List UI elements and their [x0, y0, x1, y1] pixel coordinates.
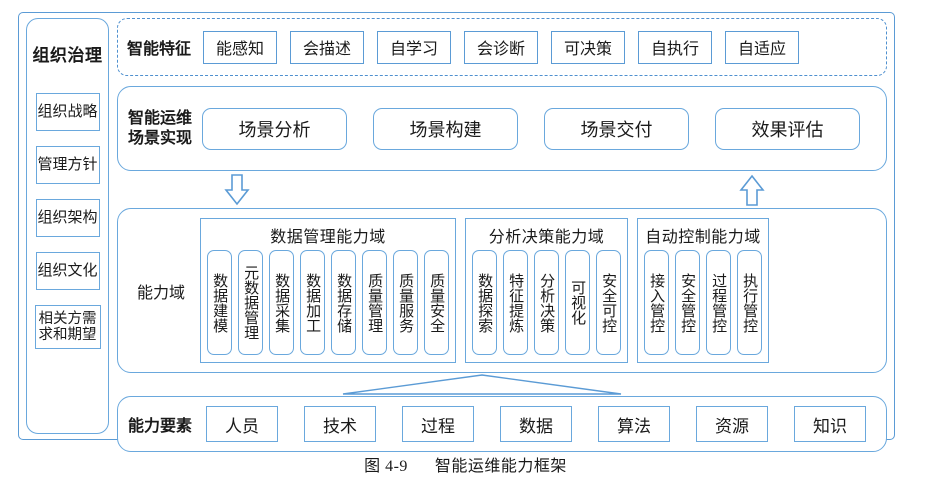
arrow-down-icon: [221, 174, 253, 206]
framework-right-stack: 智能特征 能感知 会描述 自学习 会诊断 可决策 自执行 自适应 智能运维 场景…: [117, 18, 887, 452]
figure-caption: 图 4-9 智能运维能力框架: [0, 452, 931, 476]
scenario-item-analysis[interactable]: 场景分析: [202, 107, 348, 150]
capability-cell-label: 数据探索: [476, 272, 494, 333]
capability-cell-access-control[interactable]: 接入管控: [644, 250, 669, 355]
capability-cells: 数据探索 特征提炼 分析决策 可视化 安全可控: [472, 250, 621, 355]
capability-group-title: 数据管理能力域: [270, 229, 386, 246]
capability-cell-label: 数据存储: [335, 272, 353, 333]
capability-cell-data-collection[interactable]: 数据采集: [269, 250, 294, 355]
capability-cell-data-exploration[interactable]: 数据探索: [472, 250, 497, 355]
capability-cell-data-modeling[interactable]: 数据建模: [207, 250, 232, 355]
capability-cell-label: 数据加工: [304, 272, 322, 333]
fan-triangle-icon: [342, 374, 622, 401]
capability-group-data-management: 数据管理能力域 数据建模 元数据管理 数据采集 数据加工 数据存储 质量管理 质…: [200, 218, 456, 363]
capability-cell-label: 数据建模: [211, 272, 229, 333]
organization-governance-column: 组织治理 组织战略 管理方针 组织架构 组织文化 相关方需求和期望: [26, 18, 109, 434]
element-item-algorithm[interactable]: 算法: [598, 406, 671, 442]
scenario-label-line1: 智能运维: [128, 110, 193, 128]
scenario-realization-label: 智能运维 场景实现: [128, 109, 192, 147]
feature-item-perceive[interactable]: 能感知: [203, 30, 278, 64]
capability-cell-label: 接入管控: [648, 272, 666, 333]
capability-cell-visualization[interactable]: 可视化: [565, 250, 590, 355]
feature-item-self-adapt[interactable]: 自适应: [725, 30, 800, 64]
element-item-process[interactable]: 过程: [402, 406, 475, 442]
scenario-realization-row: 智能运维 场景实现 场景分析 场景构建 场景交付 效果评估: [117, 86, 887, 171]
element-item-data[interactable]: 数据: [500, 406, 573, 442]
capability-cell-label: 安全可控: [600, 272, 618, 333]
capability-cell-quality-security[interactable]: 质量安全: [424, 250, 449, 355]
feature-item-diagnose[interactable]: 会诊断: [464, 30, 539, 64]
capability-cell-label: 元数据管理: [242, 265, 260, 340]
capability-cell-process-control[interactable]: 过程管控: [706, 250, 731, 355]
capability-cell-safety-control[interactable]: 安全管控: [675, 250, 700, 355]
capability-cells: 接入管控 安全管控 过程管控 执行管控: [644, 250, 762, 355]
capability-cell-feature-extraction[interactable]: 特征提炼: [503, 250, 528, 355]
scenario-item-evaluation[interactable]: 效果评估: [715, 107, 861, 150]
element-item-people[interactable]: 人员: [206, 406, 279, 442]
capability-cell-label: 特征提炼: [507, 272, 525, 333]
capability-cell-label: 可视化: [569, 280, 587, 325]
element-item-technology[interactable]: 技术: [304, 406, 377, 442]
element-item-resource[interactable]: 资源: [696, 406, 769, 442]
feature-item-self-learning[interactable]: 自学习: [377, 30, 452, 64]
intelligent-feature-row: 智能特征 能感知 会描述 自学习 会诊断 可决策 自执行 自适应: [117, 18, 887, 76]
governance-item-policy[interactable]: 管理方针: [35, 146, 100, 184]
feature-item-self-execute[interactable]: 自执行: [638, 30, 713, 64]
capability-cell-label: 质量管理: [366, 272, 384, 333]
figure-number: 图 4-9: [364, 458, 408, 475]
capability-cell-security-control[interactable]: 安全可控: [596, 250, 621, 355]
feature-item-decision[interactable]: 可决策: [551, 30, 626, 64]
figure-title: 智能运维能力框架: [434, 458, 567, 475]
scenario-item-construction[interactable]: 场景构建: [373, 107, 519, 150]
capability-cell-label: 过程管控: [710, 272, 728, 333]
capability-cell-analysis-decision[interactable]: 分析决策: [534, 250, 559, 355]
intelligent-feature-items: 能感知 会描述 自学习 会诊断 可决策 自执行 自适应: [203, 30, 800, 64]
capability-cell-quality-management[interactable]: 质量管理: [362, 250, 387, 355]
capability-group-analysis-decision: 分析决策能力域 数据探索 特征提炼 分析决策 可视化 安全可控: [465, 218, 628, 363]
capability-domain-label: 能力域: [136, 284, 185, 302]
capability-element-items: 人员 技术 过程 数据 算法 资源 知识: [206, 406, 867, 442]
arrow-up-icon: [736, 174, 768, 206]
feature-item-describe[interactable]: 会描述: [290, 30, 365, 64]
governance-item-structure[interactable]: 组织架构: [35, 199, 100, 237]
capability-cell-metadata-management[interactable]: 元数据管理: [238, 250, 263, 355]
capability-element-label: 能力要素: [128, 418, 193, 435]
capability-cell-label: 质量服务: [397, 272, 415, 333]
scenario-label-line2: 场景实现: [128, 129, 193, 147]
governance-header: 组织治理: [32, 45, 103, 65]
governance-item-culture[interactable]: 组织文化: [35, 252, 100, 290]
capability-cell-quality-service[interactable]: 质量服务: [393, 250, 418, 355]
capability-cells: 数据建模 元数据管理 数据采集 数据加工 数据存储 质量管理 质量服务 质量安全: [207, 250, 449, 355]
governance-item-stakeholder-needs[interactable]: 相关方需求和期望: [34, 305, 101, 349]
capability-group-title: 自动控制能力域: [645, 229, 761, 246]
capability-element-row: 能力要素 人员 技术 过程 数据 算法 资源 知识: [117, 396, 887, 452]
capability-group-title: 分析决策能力域: [488, 229, 605, 246]
intelligent-feature-label: 智能特征: [127, 41, 192, 58]
capability-cell-label: 分析决策: [538, 272, 556, 333]
scenario-item-delivery[interactable]: 场景交付: [544, 107, 690, 150]
governance-item-strategy[interactable]: 组织战略: [35, 93, 100, 131]
capability-domain-row: 能力域 数据管理能力域 数据建模 元数据管理 数据采集 数据加工 数据存储 质量…: [117, 208, 887, 373]
scenario-items: 场景分析 场景构建 场景交付 效果评估: [202, 107, 861, 150]
capability-cell-label: 执行管控: [741, 272, 759, 333]
element-item-knowledge[interactable]: 知识: [794, 406, 867, 442]
capability-group-automatic-control: 自动控制能力域 接入管控 安全管控 过程管控 执行管控: [637, 218, 769, 363]
capability-cell-execution-control[interactable]: 执行管控: [737, 250, 762, 355]
capability-cell-label: 数据采集: [273, 272, 291, 333]
capability-domain-groups: 数据管理能力域 数据建模 元数据管理 数据采集 数据加工 数据存储 质量管理 质…: [200, 218, 769, 363]
capability-cell-data-processing[interactable]: 数据加工: [300, 250, 325, 355]
capability-cell-label: 安全管控: [679, 272, 697, 333]
capability-cell-label: 质量安全: [428, 272, 446, 333]
capability-cell-data-storage[interactable]: 数据存储: [331, 250, 356, 355]
